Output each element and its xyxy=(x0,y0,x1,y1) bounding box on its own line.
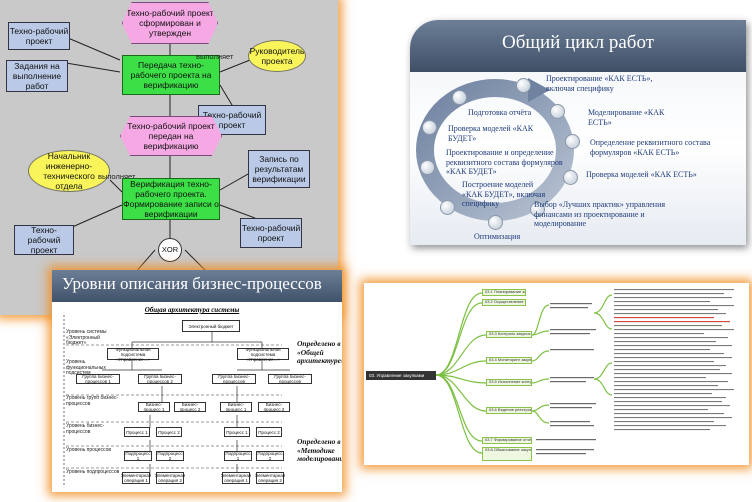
business-process-box: Бизнес-процесс 1 xyxy=(220,402,252,412)
document-tech-project: Техно-рабочий проект xyxy=(8,22,70,50)
cycle-node xyxy=(452,90,467,105)
document-tech-project-3: Техно-рабочий проект xyxy=(240,218,302,248)
level-label: Уровень процессов xyxy=(66,447,111,453)
cycle-node xyxy=(565,134,580,149)
function-verification: Верификация техно-рабочего проекта. Форм… xyxy=(122,178,220,220)
level-label: Уровень бизнес-процессов xyxy=(66,423,105,435)
cycle-step: Проверка моделей «КАК БУДЕТ» xyxy=(448,124,534,143)
cycle-node xyxy=(550,104,565,119)
function-transfer-project: Передача техно-рабочего проекта на вериф… xyxy=(122,55,220,95)
branch-node: 03.2 Осуществление закупок xyxy=(482,299,526,306)
root-node: 03. Управление закупками xyxy=(366,371,436,380)
process-box: Процесс 2 xyxy=(156,427,182,437)
business-process-box: Бизнес-процесс 1 xyxy=(138,402,170,412)
subprocess-box: Подпроцесс 2 xyxy=(156,451,184,461)
cycle-step: Определение реквизитного состава формуля… xyxy=(590,138,711,157)
level-label: Уровень групп бизнес-процессов xyxy=(66,395,119,407)
note-general-architecture: Определено в «Общей архитектуре» xyxy=(297,339,342,365)
performs-label: выполняет xyxy=(196,52,234,61)
operation-box: Элементарная операция 2 xyxy=(254,472,286,484)
title-bar xyxy=(52,270,342,302)
cycle-node xyxy=(530,202,545,217)
cycle-step: Подготовка отчёта xyxy=(468,108,532,117)
epc-diagram-panel: Техно-рабочий проект сформирован и утвер… xyxy=(0,0,338,315)
cycle-step: Проверка моделей «КАК ЕСТЬ» xyxy=(586,170,697,179)
subprocess-box: Подпроцесс 2 xyxy=(256,451,284,461)
work-cycle-panel: Общий цикл работ Проектирование «КАК ЕСТ… xyxy=(410,20,746,245)
xor-connector: XOR xyxy=(158,238,182,262)
group-box: Группа бизнес-процессов 1 xyxy=(76,374,120,384)
subsystem-box: Функциональная подсистема «Управление...… xyxy=(107,347,159,362)
branch-node: 03.4 Мониторинг закупок xyxy=(486,357,532,364)
role-engineering-head: Начальник инженерно-технического отдела xyxy=(28,150,110,192)
performs-label-2: выполняет xyxy=(98,172,136,181)
branch-node: 03.5 Исполнение контрактов xyxy=(486,379,532,386)
cycle-step: Выбор «Лучших практик» управления финанс… xyxy=(534,200,666,228)
branch-node: 03.1 Планирование закупок xyxy=(482,289,526,296)
panel-title: Общий цикл работ xyxy=(501,32,655,53)
hierarchy-lines xyxy=(63,315,290,485)
subtitle: Общая архитектура системы xyxy=(144,306,240,314)
subsystem-box: Функциональная подсистема «Управление...… xyxy=(237,347,289,362)
branch-node: 03.6 Ведение реестров xyxy=(486,407,532,414)
process-box: Процесс 1 xyxy=(224,427,250,437)
branch-node: 03.8 Обжалование закупок xyxy=(482,447,532,461)
branch-node: 03.3 Контроль закупок xyxy=(486,331,532,338)
role-project-manager: Руководитель проекта xyxy=(248,40,306,72)
business-process-box: Бизнес-процесс 2 xyxy=(258,402,290,412)
mind-map-panel: 03. Управление закупками 03.1 Планирован… xyxy=(364,283,749,465)
group-box: Группа бизнес-процессов xyxy=(212,374,256,384)
event-transferred: Техно-рабочий проект передан на верифика… xyxy=(120,116,222,156)
process-box: Процесс 2 xyxy=(256,427,282,437)
subprocess-box: Подпроцесс 1 xyxy=(124,451,152,461)
cycle-step: Построение моделей «КАК БУДЕТ», включая … xyxy=(462,180,546,208)
root-system: Электронный бюджет xyxy=(182,320,240,332)
cycle-step: Проектирование «КАК ЕСТЬ», включая специ… xyxy=(546,74,653,93)
cycle-node xyxy=(440,200,455,215)
level-label: Уровень системы «Электронный бюджет» xyxy=(66,329,107,346)
document-tech-project-2: Техно-рабочий проект xyxy=(14,225,74,255)
cycle-ring xyxy=(416,78,574,221)
cycle-step: Проектирование и определение реквизитног… xyxy=(446,148,563,176)
operation-box: Элементарная операция 2 xyxy=(154,472,186,484)
level-label: Уровень функциональных подсистем xyxy=(66,359,106,376)
cycle-node xyxy=(516,78,531,93)
cycle-step: Оптимизация xyxy=(474,232,521,241)
group-box: Группа бизнес-процессов xyxy=(268,374,312,384)
panel-title: Уровни описания бизнес-процессов xyxy=(62,274,322,293)
start-event: Техно-рабочий проект сформирован и утвер… xyxy=(122,2,218,44)
subprocess-box: Подпроцесс 1 xyxy=(224,451,252,461)
cycle-step: Моделирование «КАК ЕСТЬ» xyxy=(588,108,665,127)
branch-node: 03.7 Формирование отчетности xyxy=(482,437,532,444)
group-box: Группа бизнес-процессов 2 xyxy=(138,374,182,384)
levels-panel: Уровни описания бизнес-процессов Общая а… xyxy=(52,270,342,492)
cycle-node xyxy=(422,120,437,135)
cycle-node xyxy=(488,215,503,230)
mind-map-lines xyxy=(435,292,613,454)
document-work-tasks: Задания на выполнение работ xyxy=(6,60,68,92)
level-label: Уровень подпроцессов xyxy=(66,469,120,475)
leaf-text-lines xyxy=(536,289,734,455)
note-modeling-method: Определено в «Методике моделирования» xyxy=(297,437,342,463)
operation-box: Элементарная операция 1 xyxy=(120,472,152,484)
operation-box: Элементарная операция 1 xyxy=(220,472,252,484)
title-bar xyxy=(410,20,746,72)
document-verification-record: Запись по результатам верификации xyxy=(248,150,310,188)
process-box: Процесс 1 xyxy=(124,427,150,437)
cycle-node xyxy=(420,160,435,175)
business-process-box: Бизнес-процесс 2 xyxy=(174,402,206,412)
cycle-node xyxy=(563,170,578,185)
